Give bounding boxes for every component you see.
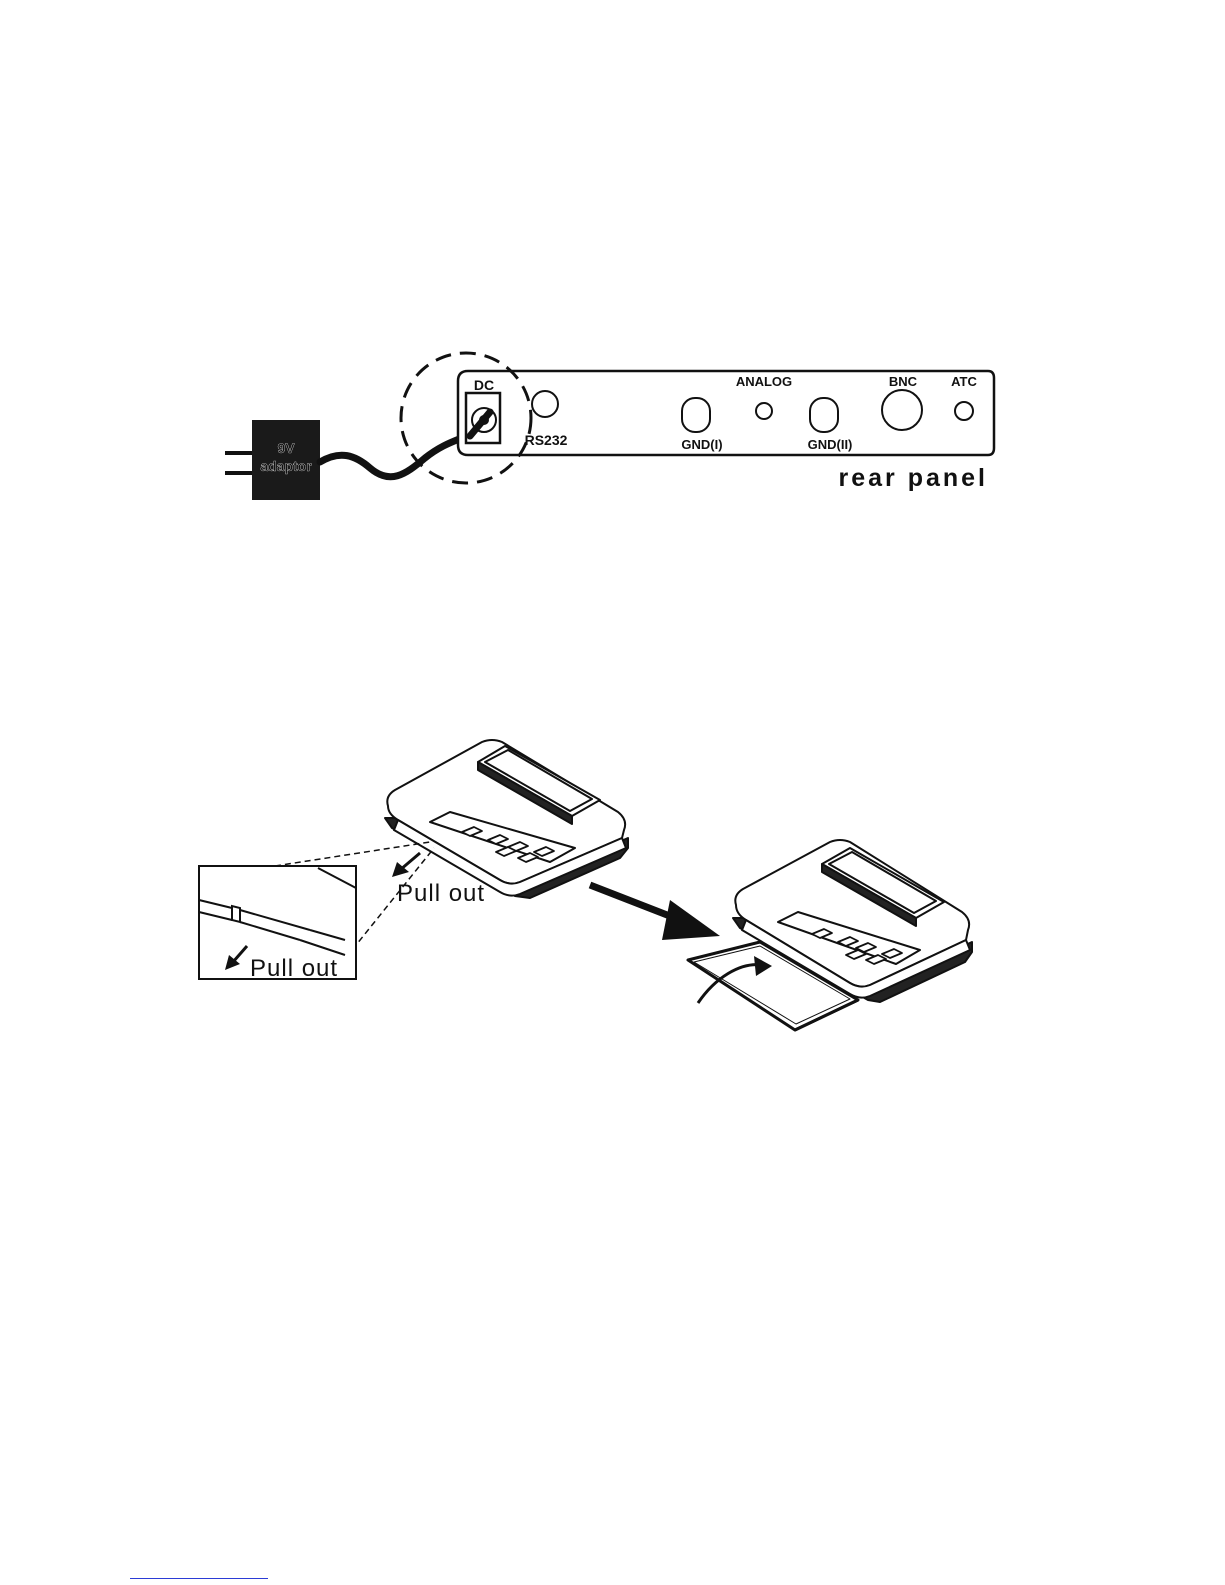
- meter-right: [688, 840, 972, 1030]
- bnc-port-label: BNC: [889, 374, 918, 389]
- pull-out-label-inset: Pull out: [250, 955, 338, 982]
- bnc-port-icon: [882, 390, 922, 430]
- footer-rule: [130, 1578, 268, 1579]
- dc-port-label: DC: [474, 377, 494, 393]
- inset-detail-box: Pull out: [199, 866, 356, 982]
- analog-port-icon: [756, 403, 772, 419]
- step-arrow-shaft: [590, 885, 680, 920]
- gnd2-port-icon: [810, 398, 838, 432]
- step-arrow-head: [662, 900, 720, 940]
- gnd2-port-label: GND(II): [808, 437, 853, 452]
- pull-out-label-main: Pull out: [397, 880, 485, 907]
- rear-panel-diagram: 9V adaptor DC RS232 GND(I) ANALOG GND(II…: [225, 353, 994, 500]
- rs232-port-label: RS232: [525, 432, 568, 448]
- atc-port-icon: [955, 402, 973, 420]
- analog-port-label: ANALOG: [736, 374, 792, 389]
- adaptor-label-voltage: 9V: [277, 440, 295, 456]
- rear-panel-caption: rear panel: [838, 464, 988, 492]
- adaptor-label-text: adaptor: [260, 458, 312, 474]
- meter-left: [385, 740, 628, 898]
- battery-diagram: Pull out Pull out: [199, 740, 972, 1030]
- gnd1-port-label: GND(I): [681, 437, 722, 452]
- gnd1-port-icon: [682, 398, 710, 432]
- atc-port-label: ATC: [951, 374, 977, 389]
- rs232-port-icon: [532, 391, 558, 417]
